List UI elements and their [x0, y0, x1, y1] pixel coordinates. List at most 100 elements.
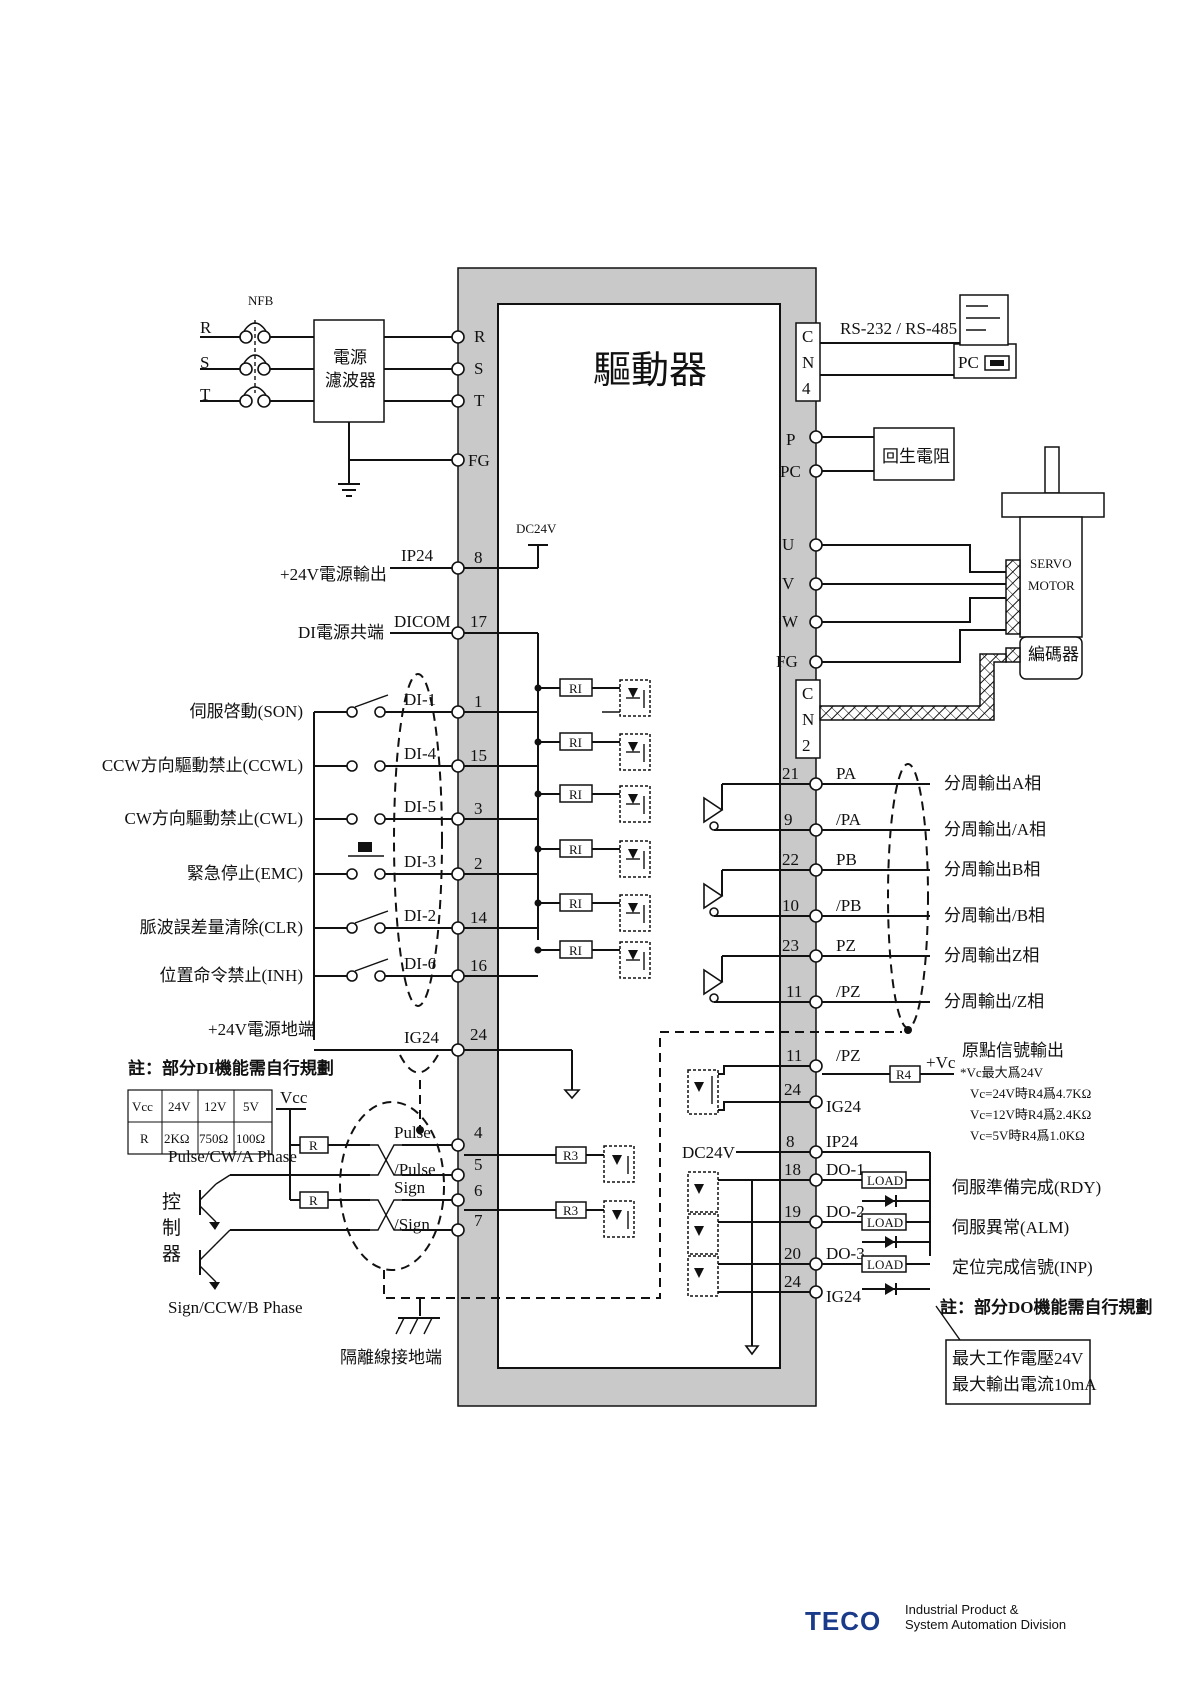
do-power-pin: 8	[786, 1132, 795, 1151]
di-pin: 14	[470, 908, 488, 927]
r4-label: R4	[896, 1067, 912, 1082]
enc-out-row: 23 PZ 分周輸出Z相	[722, 936, 1039, 965]
di-label: 伺服啓動(SON)	[190, 702, 303, 721]
division-line-2: System Automation Division	[905, 1617, 1067, 1632]
controller-char: 器	[162, 1244, 181, 1265]
r1-label: RI	[569, 842, 582, 857]
ig24-ground: +24V電源地端 IG24 24	[208, 1020, 581, 1100]
division-line-1: Industrial Product &	[905, 1602, 1019, 1617]
controller-char: 制	[162, 1217, 181, 1239]
di-pin: 2	[474, 854, 483, 873]
di-label: 緊急停止(EMC)	[187, 864, 303, 883]
table-cell: 12V	[204, 1099, 227, 1114]
monitor-icon	[959, 294, 1009, 346]
enc-out-row: 22 PB 分周輸出B相	[722, 850, 1040, 879]
cn2-connector: C N 2	[795, 653, 1007, 759]
driver-body: 驅動器	[457, 267, 817, 1407]
origin-output: 原點信號輸出 11 /PZ 24 IG24 R4 +Vc *Vc最大爲24V V…	[687, 1041, 1091, 1143]
note-di: 註：部分DI機能需自行規劃	[128, 1058, 334, 1078]
enc-label: 分周輸出B相	[944, 860, 1040, 879]
dicom-pin: 17	[470, 612, 488, 631]
r1-label: RI	[569, 735, 582, 750]
pulse-phase-label: Pulse/CW/A Phase	[168, 1147, 297, 1166]
cn4-char: 4	[802, 379, 811, 398]
pulse-name: /Pulse	[394, 1160, 436, 1179]
pin-s: S	[474, 359, 483, 378]
enc-name: /PZ	[836, 982, 861, 1001]
motor-pin: FG	[776, 652, 798, 671]
power-filter	[313, 319, 385, 423]
vc-label: +Vc	[926, 1053, 956, 1072]
shield-ground: 隔離線接地端	[340, 1317, 442, 1367]
pulse-pin: 5	[474, 1155, 483, 1174]
enc-pin: 21	[782, 764, 799, 783]
dicom-name: DICOM	[394, 612, 451, 631]
dicom-common: DI電源共端 DICOM 17	[298, 612, 539, 940]
power-input: NFB R S T 電源 濾波器	[200, 293, 490, 497]
enc-name: PZ	[836, 936, 856, 955]
pulse-name: Pulse	[394, 1123, 431, 1142]
origin-pin: 11	[786, 1046, 802, 1065]
footer-branding: TECO Industrial Product & System Automat…	[805, 1600, 1105, 1640]
di-label: 位置命令禁止(INH)	[159, 966, 303, 985]
rs-comm-label: RS-232 / RS-485	[840, 319, 957, 338]
do-power-label: DC24V	[682, 1143, 736, 1162]
motor-wiring: U V W FG	[776, 535, 1006, 671]
sign-phase-label: Sign/CCW/B Phase	[168, 1298, 303, 1317]
pc-label: PC	[958, 353, 979, 372]
do-pin: 19	[784, 1202, 801, 1221]
driver-title: 驅動器	[593, 350, 707, 392]
table-cell: R	[140, 1131, 149, 1146]
enc-name: PB	[836, 850, 857, 869]
origin-note: Vc=24V時R4爲4.7KΩ	[970, 1086, 1091, 1101]
ip24-label: +24V電源輸出	[280, 565, 387, 584]
di-label: CW方向驅動禁止(CWL)	[125, 809, 303, 828]
do-pin: 18	[784, 1160, 801, 1179]
enc-label: 分周輸出A相	[944, 774, 1041, 793]
pulse-name: Sign	[394, 1178, 426, 1197]
di-pin: 1	[474, 692, 483, 711]
table-cell: Vcc	[132, 1099, 153, 1114]
nfb-label: NFB	[248, 293, 274, 308]
dicom-label: DI電源共端	[298, 623, 384, 642]
phase-r-label: R	[200, 318, 212, 337]
regen-pin: PC	[780, 462, 801, 481]
di-name: DI-6	[404, 954, 436, 973]
enc-pin: 10	[782, 896, 799, 915]
cn4-char: N	[802, 353, 814, 372]
max-note: 最大輸出電流10mA	[952, 1375, 1097, 1394]
division-text: Industrial Product & System Automation D…	[905, 1602, 1066, 1632]
ig24-pin: 24	[470, 1025, 488, 1044]
motor-pin: W	[782, 612, 799, 631]
ip24-output: +24V電源輸出 IP24 8	[280, 546, 483, 584]
load-label: LOAD	[867, 1257, 903, 1272]
do-outputs: DC24V 8 IP24 18 DO-1 LOAD 伺服準備完成(RDY) 19…	[682, 1132, 1153, 1405]
cn4-char: C	[802, 327, 813, 346]
encoder-label: 編碼器	[1028, 645, 1079, 664]
origin-name: /PZ	[836, 1046, 861, 1065]
enc-label: 分周輸出Z相	[944, 946, 1039, 965]
di-pin: 15	[470, 746, 487, 765]
di-pin: 3	[474, 799, 483, 818]
origin-title: 原點信號輸出	[962, 1041, 1064, 1060]
di-row-4: 緊急停止(EMC) DI-3 2 RI	[187, 839, 651, 883]
pulse-inputs: Vcc R R Pulse /Pulse Sign /Sign 4 5 6 7	[162, 1088, 635, 1317]
controller-char: 控	[162, 1191, 181, 1213]
do-name: DO-3	[826, 1244, 865, 1263]
cn2-char: N	[802, 710, 814, 729]
motor-pin: V	[782, 574, 795, 593]
origin-note: Vc=5V時R4爲1.0KΩ	[970, 1128, 1085, 1143]
ip24-name: IP24	[401, 546, 434, 565]
enc-out-row: 11 /PZ 分周輸出/Z相	[714, 982, 1044, 1011]
di-name: DI-2	[404, 906, 436, 925]
pin-r: R	[474, 327, 486, 346]
di-name: DI-4	[404, 744, 437, 763]
pin-fg: FG	[468, 451, 490, 470]
origin-note: *Vc最大爲24V	[960, 1065, 1044, 1080]
di-row-3: CW方向驅動禁止(CWL) DI-5 3 RI	[125, 784, 651, 828]
di-row-2: CCW方向驅動禁止(CCWL) DI-4 15 RI	[102, 732, 651, 775]
pulse-pin: 7	[474, 1211, 483, 1230]
motor-name: MOTOR	[1028, 578, 1075, 593]
max-note: 最大工作電壓24V	[952, 1349, 1084, 1368]
r1-label: RI	[569, 787, 582, 802]
